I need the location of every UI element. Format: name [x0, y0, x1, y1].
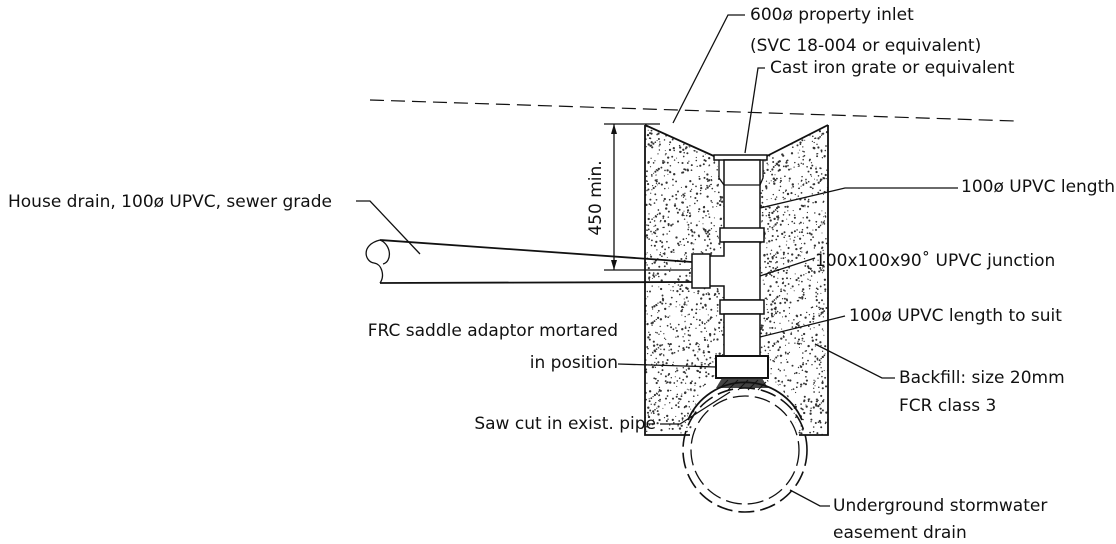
junction-branch-socket	[691, 253, 711, 289]
label-grate: Cast iron grate or equivalent	[770, 58, 1015, 78]
stormwater-pipe-inner	[690, 395, 800, 505]
frc-saddle-adaptor	[715, 355, 769, 379]
label-saddle-2: in position	[530, 353, 618, 373]
label-upvc-bottom: 100ø UPVC length to suit	[849, 306, 1062, 326]
label-stormwater-1: Underground stormwater	[833, 496, 1047, 516]
house-drain-pipe	[379, 239, 693, 284]
label-property-inlet-1: 600ø property inlet	[750, 5, 914, 25]
label-junction: 100x100x90˚ UPVC junction	[815, 250, 1055, 271]
label-backfill-1: Backfill: size 20mm	[899, 368, 1065, 388]
backfill-stipple-right	[760, 125, 828, 435]
inlet-funnel-right	[764, 124, 829, 158]
stormwater-pipe-crown	[687, 381, 803, 421]
trench-outline	[644, 125, 829, 436]
dim-arrow-top	[611, 124, 617, 134]
stormwater-pipe-outer	[682, 387, 808, 513]
label-stormwater-2: easement drain	[833, 523, 967, 543]
riser-coupling-2	[719, 299, 765, 315]
leaders	[356, 14, 958, 507]
house-drain-break-2	[379, 239, 391, 265]
label-backfill-2: FCR class 3	[899, 396, 996, 416]
label-saw-cut: Saw cut in exist. pipe	[474, 414, 656, 434]
house-drain-break	[365, 239, 384, 284]
dimension-label: 450 min.	[586, 160, 606, 235]
riser-coupling-1	[719, 227, 765, 243]
label-saddle-1: FRC saddle adaptor mortared	[368, 321, 618, 341]
grate-collar	[718, 160, 764, 186]
dim-arrow-bottom	[611, 260, 617, 270]
inlet-funnel-left	[644, 124, 717, 158]
upvc-junction	[704, 241, 761, 301]
label-upvc-top: 100ø UPVC length to suit	[961, 177, 1116, 197]
ground-line	[369, 99, 1016, 122]
label-house-drain: House drain, 100ø UPVC, sewer grade	[8, 192, 332, 212]
label-property-inlet-2: (SVC 18-004 or equivalent)	[750, 36, 981, 56]
